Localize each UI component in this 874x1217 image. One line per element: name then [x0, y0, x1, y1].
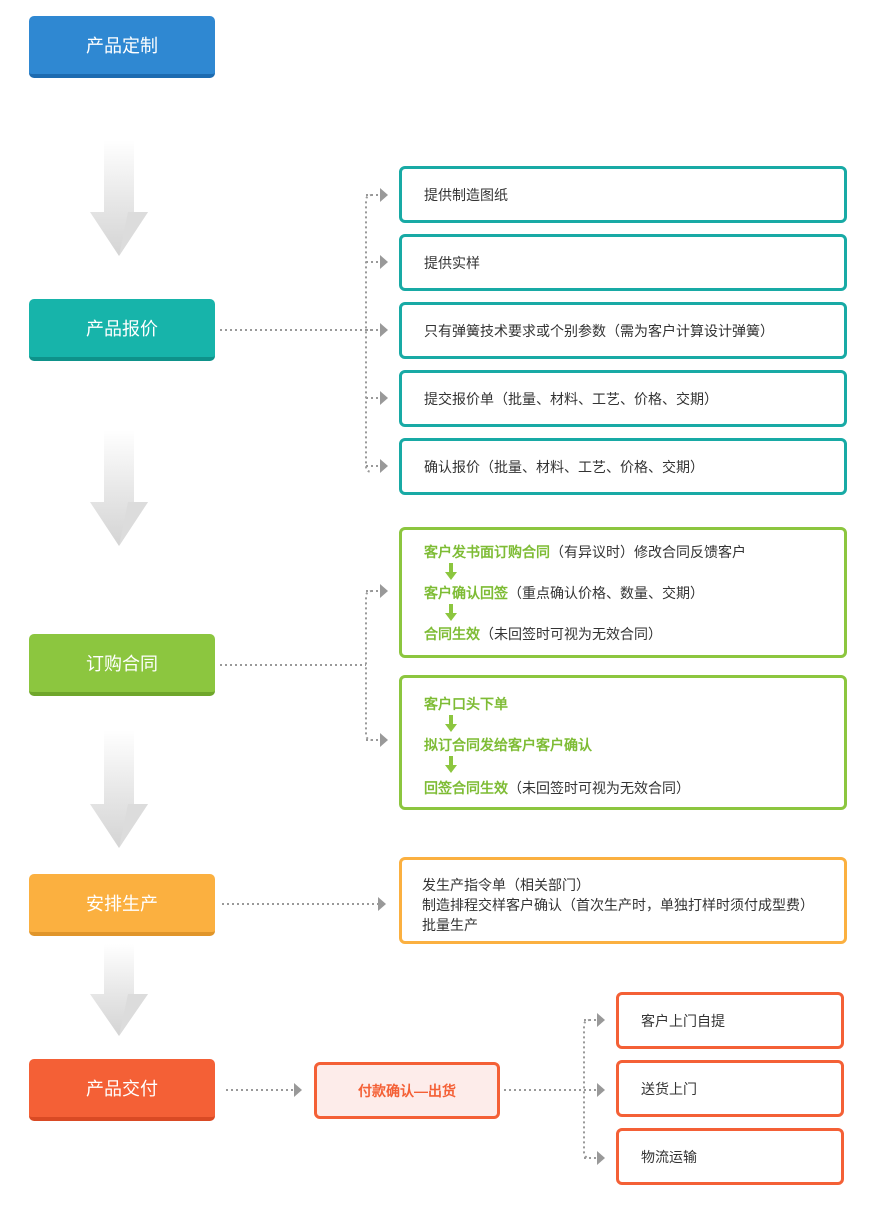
step-delivery: 产品交付: [29, 1059, 215, 1121]
arrow-down-icon: [424, 756, 844, 778]
delivery-door: 送货上门: [616, 1060, 844, 1117]
quote-item-confirm: 确认报价（批量、材料、工艺、价格、交期）: [399, 438, 847, 495]
down-arrow-icon: [90, 944, 148, 1036]
delivery-logistics: 物流运输: [616, 1128, 844, 1185]
arrowhead-icon: [294, 188, 605, 1165]
step-production: 安排生产: [29, 874, 215, 936]
payment-box: 付款确认—出货: [314, 1062, 500, 1119]
quote-item-submit: 提交报价单（批量、材料、工艺、价格、交期）: [399, 370, 847, 427]
down-arrow-icon: [90, 730, 148, 848]
contract-confirm-line: 客户确认回签（重点确认价格、数量、交期）: [424, 585, 704, 601]
down-arrow-icon: [90, 430, 148, 546]
step-customize: 产品定制: [29, 16, 215, 78]
step-contract: 订购合同: [29, 634, 215, 696]
contract-effective-line: 合同生效（未回签时可视为无效合同）: [424, 626, 662, 642]
production-item: 制造排程交样客户确认（首次生产时，单独打样时须付成型费）: [422, 897, 814, 913]
arrow-down-icon: [424, 563, 844, 583]
contract-draft-line: 拟订合同发给客户客户确认: [424, 737, 592, 753]
production-item: 发生产指令单（相关部门）: [422, 877, 590, 893]
quote-item-drawing: 提供制造图纸: [399, 166, 847, 223]
arrow-down-icon: [424, 604, 844, 624]
quote-item-specs: 只有弹簧技术要求或个别参数（需为客户计算设计弹簧）: [399, 302, 847, 359]
contract-verbal-box: 客户口头下单 拟订合同发给客户客户确认 回签合同生效（未回签时可视为无效合同）: [399, 675, 847, 810]
delivery-pickup: 客户上门自提: [616, 992, 844, 1049]
step-quote: 产品报价: [29, 299, 215, 361]
contract-signed-line: 回签合同生效（未回签时可视为无效合同）: [424, 780, 690, 796]
contract-verbal-line: 客户口头下单: [424, 696, 508, 712]
contract-written-line: 客户发书面订购合同（有异议时）修改合同反馈客户: [424, 544, 746, 560]
production-box: 发生产指令单（相关部门） 制造排程交样客户确认（首次生产时，单独打样时须付成型费…: [399, 857, 847, 944]
down-arrow-icon: [90, 140, 148, 256]
arrow-down-icon: [424, 715, 844, 735]
quote-item-sample: 提供实样: [399, 234, 847, 291]
contract-written-box: 客户发书面订购合同（有异议时）修改合同反馈客户 客户确认回签（重点确认价格、数量…: [399, 527, 847, 658]
production-item: 批量生产: [422, 917, 478, 933]
